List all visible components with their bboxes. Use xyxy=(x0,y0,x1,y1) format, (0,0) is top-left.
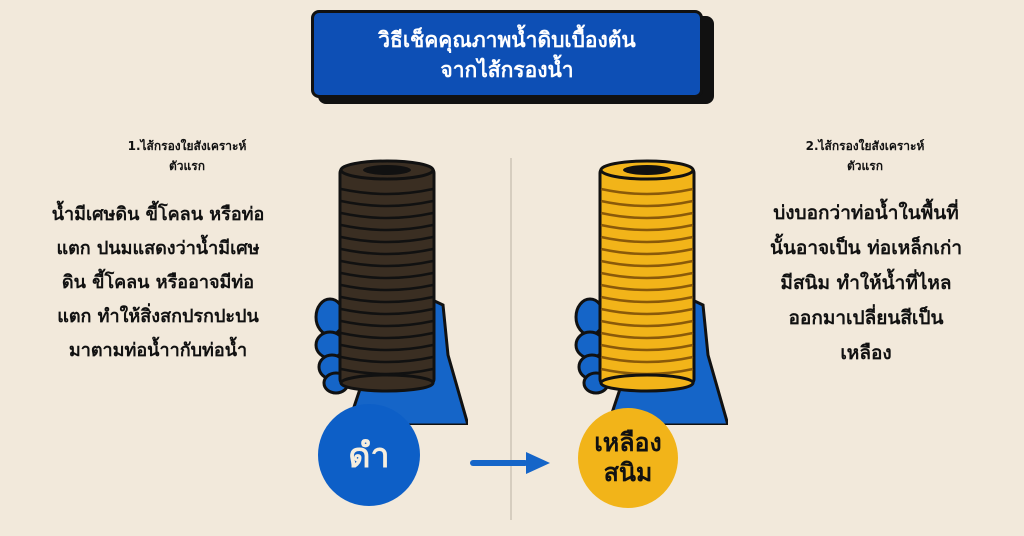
left-subhead: 1.ไส้กรองใยสังเคราะห์ ตัวแรก xyxy=(92,136,282,176)
left-desc-line: แตก ปนมแสดงว่าน้ำมีเศษ xyxy=(56,238,260,259)
right-desc-line: บ่งบอกว่าท่อน้ำในพื้นที่ xyxy=(773,202,959,224)
right-subhead: 2.ไส้กรองใยสังเคราะห์ ตัวแรก xyxy=(770,136,960,176)
yellow-filter-hand-icon xyxy=(574,159,728,425)
black-filter-hand-icon xyxy=(314,159,468,425)
left-desc-line: แตก ทำให้สิ่งสกปรกปะปน xyxy=(57,306,259,327)
left-description: น้ำมีเศษดิน ขี้โคลน หรือท่อ แตก ปนมแสดงว… xyxy=(18,198,298,368)
right-desc-line: นั้นอาจเป็น ท่อเหล็กเก่า xyxy=(769,237,963,259)
yellow-badge-line-2: สนิม xyxy=(603,458,653,487)
arrow-right-icon xyxy=(470,452,550,474)
title-line-1: วิธีเช็คคุณภาพน้ำดิบเบื้องต้น xyxy=(378,28,636,52)
right-desc-line: ออกมาเปลี่ยนสีเป็น xyxy=(788,307,944,329)
left-desc-line: ดิน ขี้โคลน หรืออาจมีท่อ xyxy=(61,272,255,293)
right-desc-line: เหลือง xyxy=(840,342,892,364)
yellow-rust-badge: เหลือง สนิม xyxy=(578,408,678,508)
right-subhead-line-2: ตัวแรก xyxy=(847,159,883,173)
black-badge-label: ดำ xyxy=(348,436,390,476)
left-desc-line: มาตามท่อน้ำากับท่อน้ำ xyxy=(68,340,248,361)
yellow-badge-line-1: เหลือง xyxy=(594,428,662,457)
left-desc-line: น้ำมีเศษดิน ขี้โคลน หรือท่อ xyxy=(51,204,265,225)
right-description: บ่งบอกว่าท่อน้ำในพื้นที่ นั้นอาจเป็น ท่อ… xyxy=(724,196,1008,371)
left-subhead-line-1: 1.ไส้กรองใยสังเคราะห์ xyxy=(127,139,247,153)
title-line-2: จากไส้กรองน้ำ xyxy=(440,58,574,82)
page-title: วิธีเช็คคุณภาพน้ำดิบเบื้องต้น จากไส้กรอง… xyxy=(311,10,703,98)
right-desc-line: มีสนิม ทำให้น้ำที่ไหล xyxy=(780,272,952,294)
right-subhead-line-1: 2.ไส้กรองใยสังเคราะห์ xyxy=(805,139,925,153)
center-divider xyxy=(510,158,512,520)
black-badge: ดำ xyxy=(318,404,420,506)
left-subhead-line-2: ตัวแรก xyxy=(169,159,205,173)
